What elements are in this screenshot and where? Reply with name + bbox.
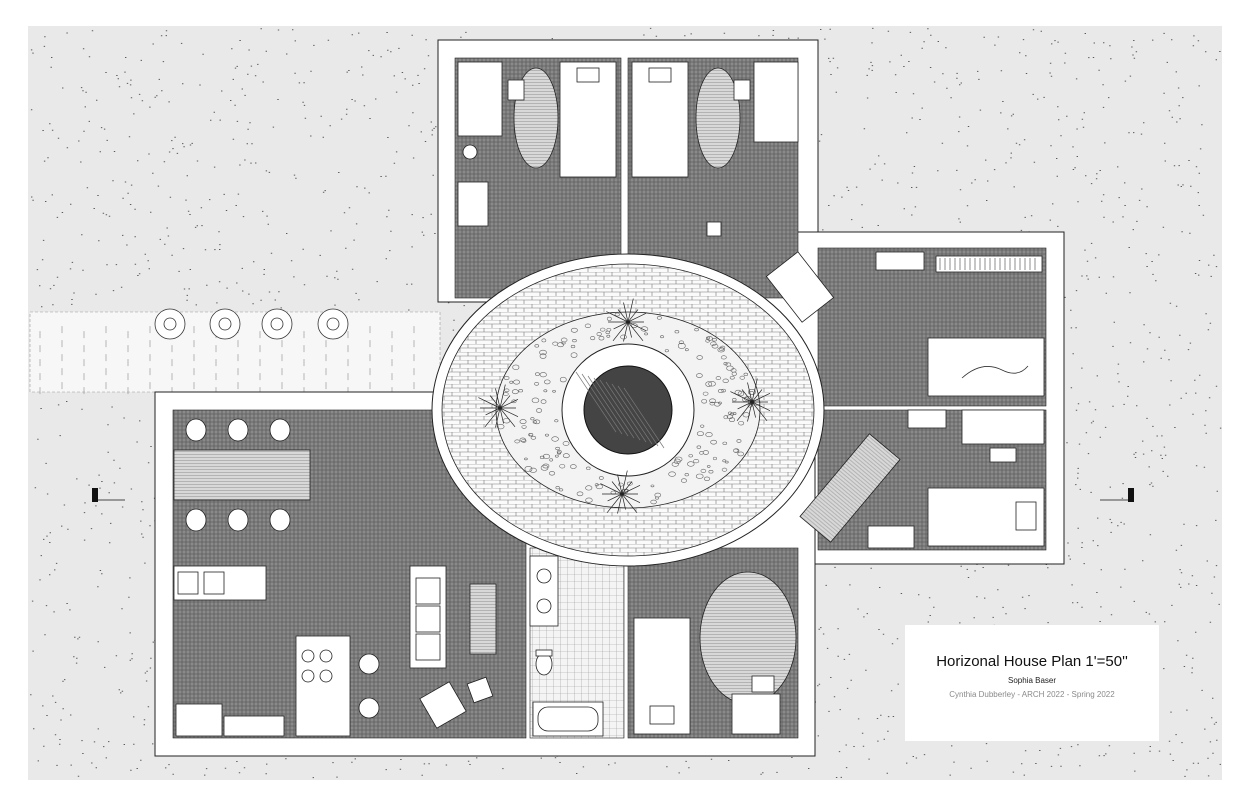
chair	[989, 447, 1017, 463]
plant	[478, 384, 519, 428]
dining-table	[173, 449, 311, 501]
section-markers	[92, 488, 1134, 502]
shoes	[875, 251, 925, 271]
vanity	[529, 555, 559, 627]
stool	[358, 653, 380, 675]
dining-chair	[269, 508, 291, 532]
rug	[513, 67, 559, 169]
dining-chairs-top	[185, 418, 291, 442]
central-pool	[583, 365, 673, 455]
desk	[753, 61, 799, 143]
pool-water	[575, 371, 665, 449]
dining-chairs-bottom	[185, 508, 291, 532]
drawing-author: Sophia Baser	[1007, 676, 1057, 685]
dining-chair	[227, 508, 249, 532]
entry-trees	[154, 308, 349, 340]
rug	[695, 67, 741, 169]
fridge	[175, 703, 223, 737]
entry-path-dashes	[39, 326, 415, 395]
bed	[927, 337, 1045, 397]
central-courtyard	[431, 253, 825, 567]
section-marker-east	[1128, 488, 1134, 502]
counter	[223, 715, 285, 737]
south-bedroom-furniture	[633, 571, 797, 735]
dining-chair	[269, 418, 291, 442]
plant	[606, 298, 647, 342]
bathroom-fixtures	[529, 555, 604, 737]
chair	[733, 79, 751, 101]
tree	[154, 308, 186, 340]
rug	[699, 571, 797, 705]
courtyard-plants	[478, 298, 771, 514]
tree	[209, 308, 241, 340]
yoga-mat	[799, 433, 901, 543]
side-table	[466, 676, 494, 704]
chair	[507, 79, 525, 101]
title-block: Horizonal House Plan 1'=50'' Sophia Base…	[905, 625, 1159, 741]
section-marker-west	[92, 488, 98, 502]
desk	[765, 251, 835, 323]
sink	[177, 571, 199, 595]
tree	[261, 308, 293, 340]
north-bedroom-furniture	[457, 61, 799, 237]
armchair	[419, 681, 467, 729]
desk	[731, 693, 781, 735]
table	[867, 525, 915, 549]
dining-chair	[227, 418, 249, 442]
tree	[317, 308, 349, 340]
dining-chair	[185, 508, 207, 532]
kitchen-living-furniture	[173, 418, 497, 737]
chair	[706, 221, 722, 237]
pebbles	[496, 312, 761, 505]
stool	[358, 697, 380, 719]
desk	[457, 61, 503, 137]
chair	[751, 675, 775, 693]
plants-box	[907, 409, 947, 429]
drawing-title: Horizonal House Plan 1'=50''	[936, 653, 1128, 670]
drawing-course: Cynthia Dubberley - ARCH 2022 - Spring 2…	[949, 690, 1115, 699]
plant	[730, 378, 771, 422]
desk	[961, 409, 1045, 445]
dresser	[457, 181, 489, 227]
plant	[600, 470, 641, 514]
coffee-table	[469, 583, 497, 655]
east-bedroom-furniture	[765, 251, 1045, 549]
plant	[462, 144, 478, 160]
dining-chair	[185, 418, 207, 442]
shelf	[935, 255, 1043, 273]
